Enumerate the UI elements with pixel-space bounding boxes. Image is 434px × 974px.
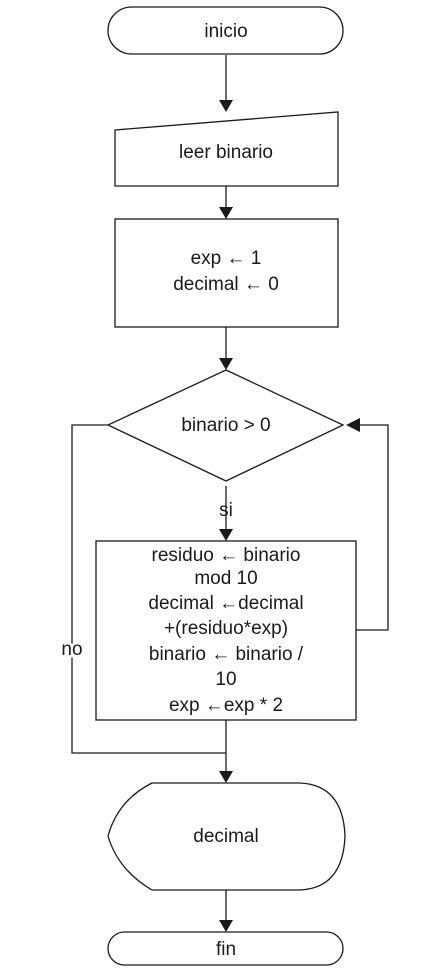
loop-body-shape bbox=[95, 540, 357, 721]
start-terminal: inicio bbox=[107, 6, 344, 55]
loop-body-line-3: decimal ←decimal bbox=[148, 593, 303, 614]
init-process: exp ← 1 decimal ← 0 bbox=[114, 218, 339, 328]
arrowhead-condition bbox=[219, 358, 233, 370]
arrowhead-end bbox=[219, 920, 233, 932]
output-label: decimal bbox=[193, 826, 258, 847]
decision-diamond bbox=[106, 369, 345, 482]
display-shape bbox=[107, 782, 346, 891]
condition-label: binario > 0 bbox=[181, 415, 270, 436]
connectors bbox=[71, 55, 389, 932]
init-line-2: decimal ← 0 bbox=[173, 274, 279, 295]
end-terminal: fin bbox=[107, 931, 344, 966]
input-block: leer binario bbox=[114, 111, 339, 187]
manual-input-shape bbox=[114, 111, 339, 187]
loop-body-process: residuo ← binario mod 10 decimal ←decima… bbox=[95, 540, 357, 721]
arrowhead-body bbox=[219, 529, 233, 541]
branch-yes-label: si bbox=[219, 500, 233, 521]
output-display: decimal bbox=[107, 782, 346, 891]
end-label: fin bbox=[216, 939, 236, 960]
loop-body-line-4: +(residuo*exp) bbox=[164, 618, 288, 639]
init-line-1: exp ← 1 bbox=[191, 248, 262, 269]
start-label: inicio bbox=[204, 21, 247, 42]
arrowhead-output bbox=[219, 771, 233, 783]
init-process-shape bbox=[114, 218, 339, 328]
end-terminal-shape bbox=[107, 931, 344, 966]
branch-no-label: no bbox=[61, 639, 82, 660]
arrowhead-loop-back bbox=[346, 418, 360, 432]
arrowhead-input bbox=[219, 100, 233, 112]
arrowhead-init bbox=[219, 207, 233, 219]
connector-loop-back bbox=[352, 424, 389, 631]
input-label: leer binario bbox=[179, 142, 273, 163]
loop-body-line-5: binario ← binario / bbox=[149, 644, 304, 665]
decision: binario > 0 bbox=[106, 369, 345, 482]
connector-no-branch bbox=[71, 424, 226, 754]
loop-body-line-2: mod 10 bbox=[194, 568, 257, 589]
loop-body-line-7: exp ←exp * 2 bbox=[169, 695, 283, 716]
start-terminal-shape bbox=[107, 6, 344, 55]
loop-body-line-6: 10 bbox=[215, 669, 236, 690]
loop-body-line-1: residuo ← binario bbox=[152, 545, 301, 566]
